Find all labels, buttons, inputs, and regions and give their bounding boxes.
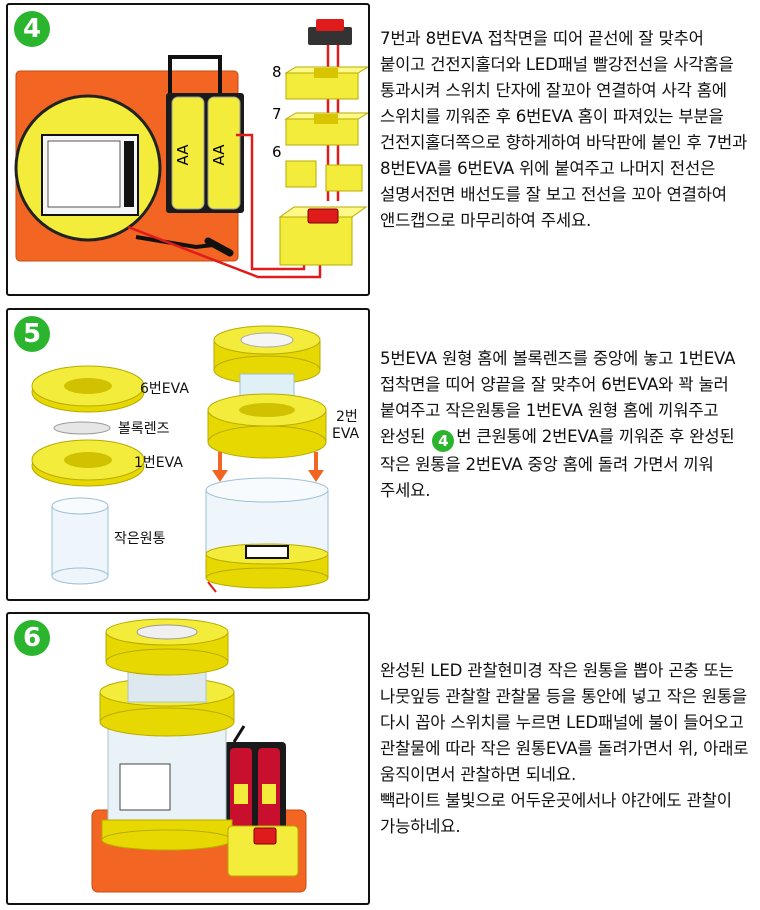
eva2-label-line2: EVA [332, 426, 360, 442]
photo-bottom-ring-base [101, 829, 233, 851]
step-6-description: 완성된 LED 관찰현미경 작은 원통을 뽑아 곤충 또는 나뭇잎등 관찰할 관… [380, 661, 749, 836]
photo-led-panel [119, 763, 171, 811]
layer-7-label: 7 [272, 105, 282, 123]
photo-switch-block [227, 825, 299, 877]
switch-box [279, 216, 353, 266]
arrow-right-icon [308, 470, 324, 482]
small-tube-top [51, 497, 109, 515]
small-tube [51, 505, 109, 577]
photo-switch-rocker [253, 827, 277, 845]
layer-6-label: 6 [272, 143, 282, 161]
step-5-text-after: 번 큰원통에 2번EVA를 끼워준 후 완성된 작은 원통을 2번EVA 중앙 … [380, 427, 735, 500]
switch-body-top [308, 27, 352, 45]
red-wire-holder [236, 133, 306, 271]
step-4-illustration: AA AA 8 7 6 [14, 19, 368, 279]
led-panel-screen [47, 140, 121, 208]
battery-1-label: AA [174, 144, 192, 166]
step-4-description: 7번과 8번EVA 접착면을 띠어 끝선에 잘 맞추어 붙이고 건전지홀더와 L… [380, 29, 748, 230]
photo-cable [232, 725, 246, 743]
step-6-photo [91, 618, 307, 893]
step-5-badge: 5 [14, 316, 50, 352]
eva-6-right [325, 164, 363, 192]
battery-2-label: AA [210, 144, 228, 166]
step-5-description: 5번EVA 원형 홈에 볼록렌즈를 중앙에 놓고 1번EVA 접착면을 띠어 양… [380, 346, 752, 504]
eva-6-left [285, 160, 317, 188]
big-tube-base-bottom [205, 567, 329, 589]
eva-2-hole [239, 403, 295, 417]
photo-battery-2-band [262, 784, 276, 804]
upper-lens [240, 332, 294, 348]
photo-top-lens [136, 624, 198, 640]
arrow-left-icon [212, 470, 228, 482]
photo-eva2-bottom [99, 707, 235, 737]
photo-top-ring-bottom [105, 648, 229, 676]
small-tube-label: 작은원통 [114, 531, 166, 547]
eva1-label: 1번EVA [134, 455, 183, 471]
big-tube-top [205, 477, 329, 503]
step-5-panel: 5 [6, 308, 370, 601]
base-led-panel [245, 545, 289, 559]
step-4-badge: 4 [14, 11, 50, 47]
step-6-panel: 6 [6, 612, 370, 905]
black-cable [135, 235, 214, 250]
base-wire [207, 581, 217, 593]
eva-7-hole [314, 114, 338, 124]
switch-box-rocker [307, 208, 339, 224]
led-panel-edge [124, 141, 134, 207]
step-5-text-before: 5번EVA 원형 홈에 볼록렌즈를 중앙에 놓고 1번EVA 접착면을 띠어 양… [380, 349, 736, 446]
eva-1-hole [64, 452, 112, 468]
convex-lens [53, 421, 111, 435]
red-wire-panel [127, 225, 322, 279]
step-4-panel: 4 AA AA 8 7 [6, 3, 370, 296]
step-6-badge: 6 [14, 620, 50, 656]
layer-8-label: 8 [272, 63, 282, 81]
eva2-label-line1: 2번 [336, 409, 358, 425]
black-wire [168, 55, 222, 97]
eva6-label: 6번EVA [140, 381, 189, 397]
step-5-illustration [31, 325, 329, 593]
lens-label: 볼록렌즈 [118, 421, 170, 437]
switch-rocker-top [316, 19, 344, 31]
battery-1 [171, 96, 205, 210]
eva-6-hole [64, 378, 112, 394]
battery-2 [207, 96, 241, 210]
eva-8-hole [314, 68, 338, 78]
photo-battery-1-band [234, 784, 248, 804]
step-4-reference-badge: 4 [432, 430, 455, 452]
eva-2-bottom [207, 425, 327, 459]
small-tube-bottom [51, 567, 109, 585]
end-cap [204, 237, 234, 257]
